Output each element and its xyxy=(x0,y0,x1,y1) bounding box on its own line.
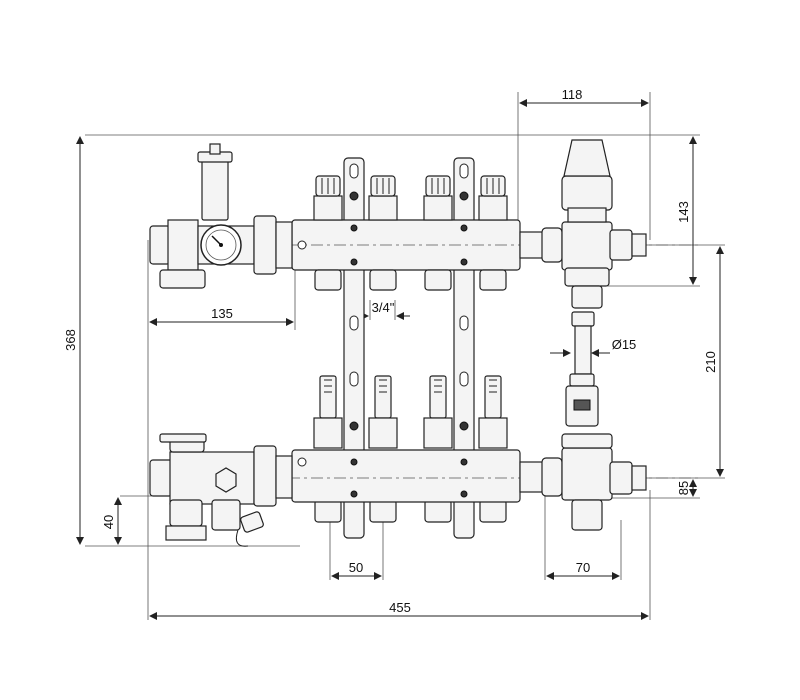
dim-diameter: Ø15 xyxy=(612,337,637,352)
dimension-labels: 118 143 368 135 3/4" Ø15 210 85 40 50 70… xyxy=(63,87,718,615)
dimension-lines xyxy=(76,92,725,620)
dim-455: 455 xyxy=(389,600,411,615)
upper-valve-caps xyxy=(313,175,508,291)
dim-118: 118 xyxy=(562,87,583,102)
dim-70: 70 xyxy=(576,560,590,575)
dim-50: 50 xyxy=(349,560,363,575)
dim-85: 85 xyxy=(676,481,691,495)
return-manifold xyxy=(150,449,700,503)
dim-thread: 3/4" xyxy=(372,300,395,315)
dim-40: 40 xyxy=(101,515,116,529)
bypass-pipe xyxy=(565,311,599,427)
dim-143: 143 xyxy=(676,201,691,223)
flow-meters xyxy=(313,375,508,523)
lower-left-assembly xyxy=(149,433,293,547)
lower-right-assembly xyxy=(519,433,647,531)
upper-right-assembly xyxy=(519,139,647,309)
upper-left-assembly xyxy=(149,143,293,289)
dim-210: 210 xyxy=(703,351,718,373)
dim-368: 368 xyxy=(63,329,78,351)
dim-135: 135 xyxy=(211,306,233,321)
